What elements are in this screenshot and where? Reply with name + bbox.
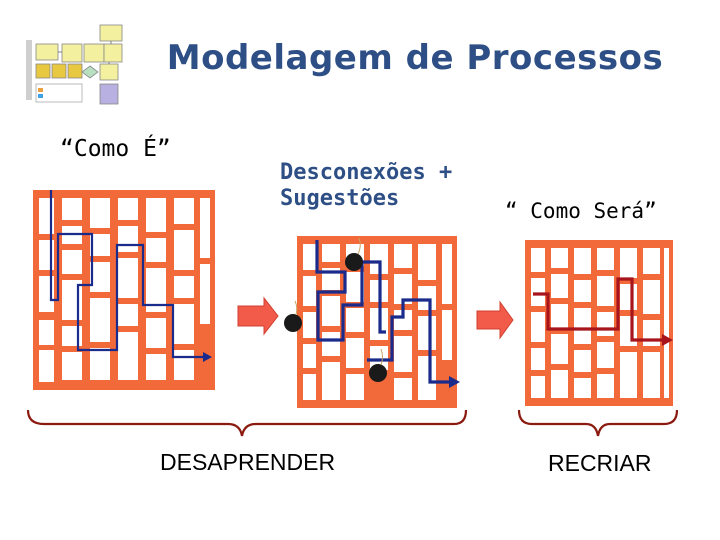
- slide-title: Modelagem de Processos: [166, 38, 664, 78]
- process-flowchart-thumbnail-icon: [26, 24, 123, 105]
- right-arrow-icon: [237, 296, 279, 336]
- label-como-sera: “ Como Será”: [505, 199, 657, 223]
- maze-current-path-arrowhead: [203, 352, 212, 362]
- maze-future-process: [525, 240, 673, 406]
- brace-desaprender: [26, 409, 468, 437]
- maze-disconnections-path-b: [367, 298, 452, 384]
- label-como-e: “Como É”: [60, 136, 171, 162]
- maze-current-cells: [39, 198, 210, 382]
- maze-current-process: [33, 190, 215, 390]
- bomb-icon: [284, 300, 302, 332]
- brace-recriar: [517, 409, 679, 437]
- label-desconexoes: Desconexões +: [280, 160, 453, 185]
- maze-future-cells: [531, 248, 669, 398]
- maze-current-path: [49, 190, 205, 359]
- label-recriar: RECRIAR: [548, 450, 652, 476]
- maze-disconnections-path-arrowhead: [449, 376, 460, 388]
- maze-future-path-arrowhead: [662, 334, 673, 346]
- maze-disconnections: [284, 236, 460, 408]
- label-sugestoes: Sugestões: [280, 186, 400, 211]
- maze-disconnections-path-a: [315, 240, 386, 342]
- bomb-icon: [345, 237, 363, 271]
- label-desaprender: DESAPRENDER: [160, 449, 336, 475]
- right-arrow-icon: [476, 300, 514, 340]
- bomb-icon: [369, 348, 387, 382]
- maze-future-path: [533, 277, 665, 342]
